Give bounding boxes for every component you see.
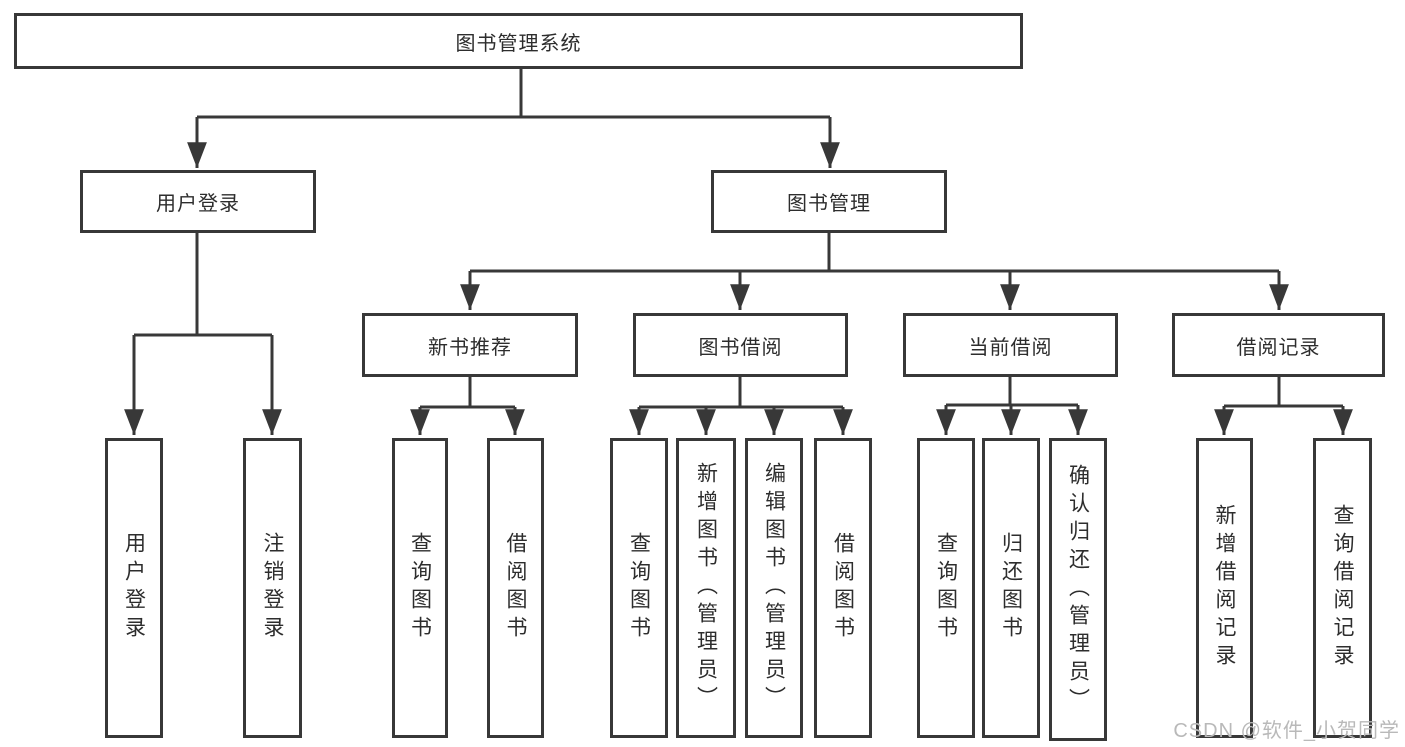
leaf-query-books-1: 查询图书	[392, 438, 448, 738]
leaf-borrow-books-2: 借阅图书	[814, 438, 872, 738]
leaf-label: 新增借阅记录	[1213, 504, 1236, 672]
leaf-query-borrow-record: 查询借阅记录	[1313, 438, 1372, 738]
leaf-label: 归还图书	[999, 532, 1023, 644]
node-book-management: 图书管理	[711, 170, 947, 233]
leaf-label: 编辑图书（管理员）	[762, 462, 786, 714]
connector-lines	[134, 68, 1343, 409]
leaf-confirm-return-admin: 确认归还（管理员）	[1049, 438, 1107, 741]
leaf-label: 注销登录	[261, 532, 284, 644]
node-borrow-records: 借阅记录	[1172, 313, 1385, 377]
leaf-query-books-3: 查询图书	[917, 438, 975, 738]
leaf-label: 确认归还（管理员）	[1066, 463, 1090, 716]
node-root: 图书管理系统	[14, 13, 1023, 69]
leaf-user-login: 用户登录	[105, 438, 163, 738]
leaf-edit-book-admin: 编辑图书（管理员）	[745, 438, 803, 738]
node-current-borrow: 当前借阅	[903, 313, 1118, 377]
leaf-label: 查询图书	[934, 532, 958, 644]
leaf-label: 新增图书（管理员）	[694, 462, 718, 714]
leaf-borrow-books-1: 借阅图书	[487, 438, 544, 738]
leaf-label: 借阅图书	[504, 532, 527, 644]
leaf-add-borrow-record: 新增借阅记录	[1196, 438, 1253, 738]
leaf-label: 借阅图书	[831, 532, 855, 644]
leaf-label: 查询借阅记录	[1331, 504, 1354, 672]
leaf-return-book: 归还图书	[982, 438, 1040, 738]
leaf-query-books-2: 查询图书	[610, 438, 668, 738]
node-book-borrow: 图书借阅	[633, 313, 848, 377]
leaf-label: 用户登录	[122, 532, 146, 644]
leaf-add-book-admin: 新增图书（管理员）	[676, 438, 736, 738]
node-user-login: 用户登录	[80, 170, 316, 233]
leaf-label: 查询图书	[408, 532, 432, 644]
leaf-logout: 注销登录	[243, 438, 302, 738]
watermark: CSDN @软件_小贺同学	[1173, 720, 1400, 742]
node-new-book-recommend: 新书推荐	[362, 313, 578, 377]
leaf-label: 查询图书	[627, 532, 651, 644]
